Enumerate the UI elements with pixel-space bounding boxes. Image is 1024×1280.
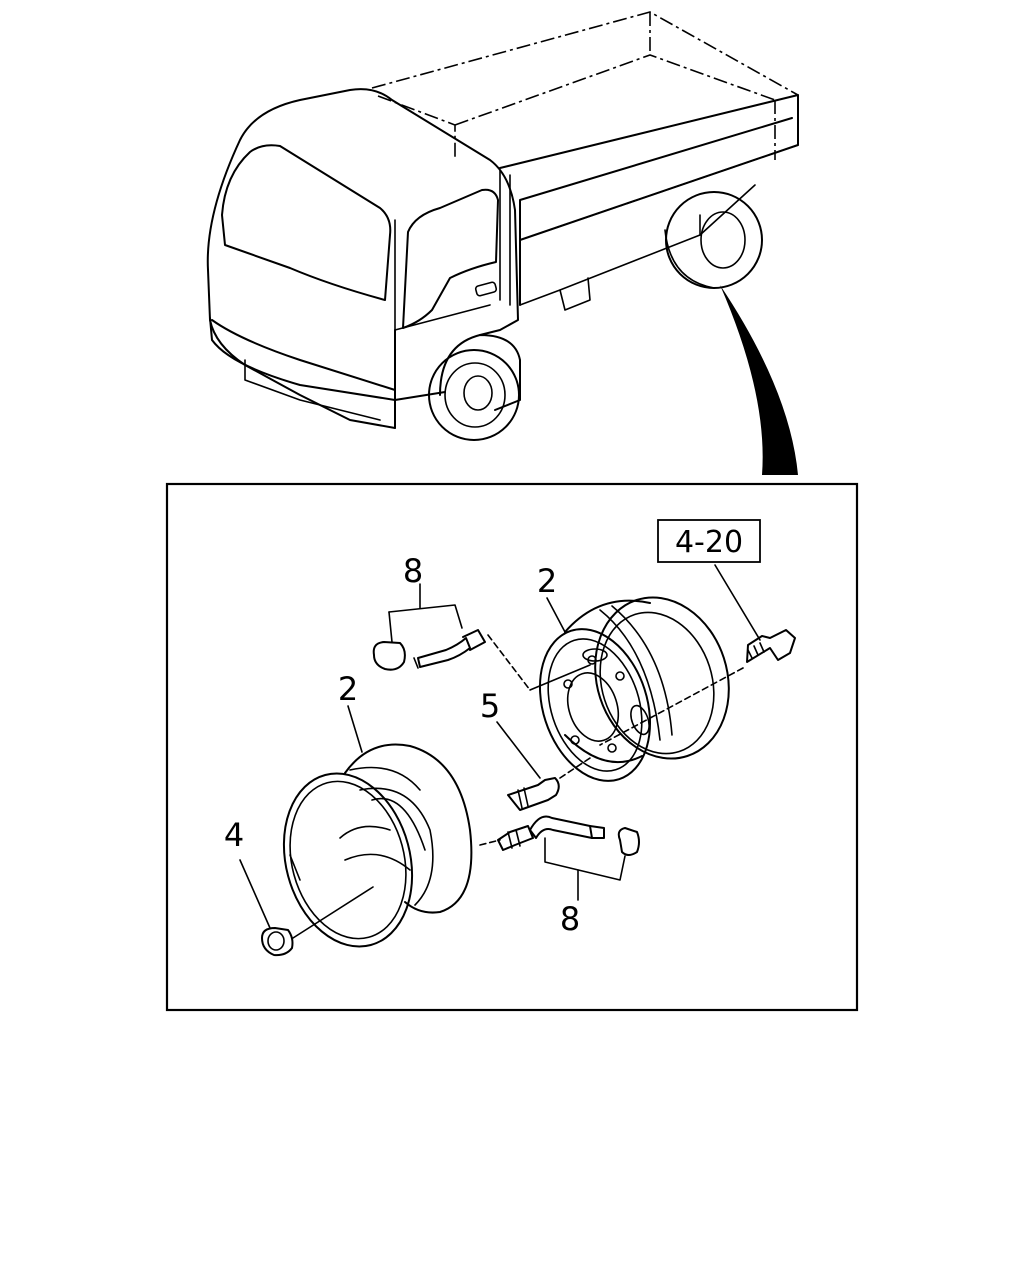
callout-wheel-nut: 4 [224, 816, 244, 854]
callout-rim-upper: 2 [537, 562, 557, 600]
wheel-nut-illustration [239, 859, 374, 957]
hub-bolt-illustration [496, 721, 591, 811]
valve-upper-illustration [372, 583, 591, 691]
hub-stud-illustration [599, 629, 796, 746]
detail-pointer-arrow [720, 285, 798, 475]
callout-rim-lower: 2 [338, 670, 358, 708]
detail-frame [165, 482, 859, 1012]
valve-lower-illustration [479, 815, 640, 901]
callout-hub-bolt: 5 [480, 687, 500, 725]
callout-valve-lower: 8 [560, 900, 580, 938]
truck-illustration [206, 11, 799, 475]
callout-valve-upper: 8 [403, 552, 423, 590]
reference-code: 4-20 [675, 525, 743, 560]
rim-rear-illustration [538, 596, 730, 782]
rim-front-illustration [282, 743, 473, 948]
reference-box: 4-20 [657, 519, 761, 641]
